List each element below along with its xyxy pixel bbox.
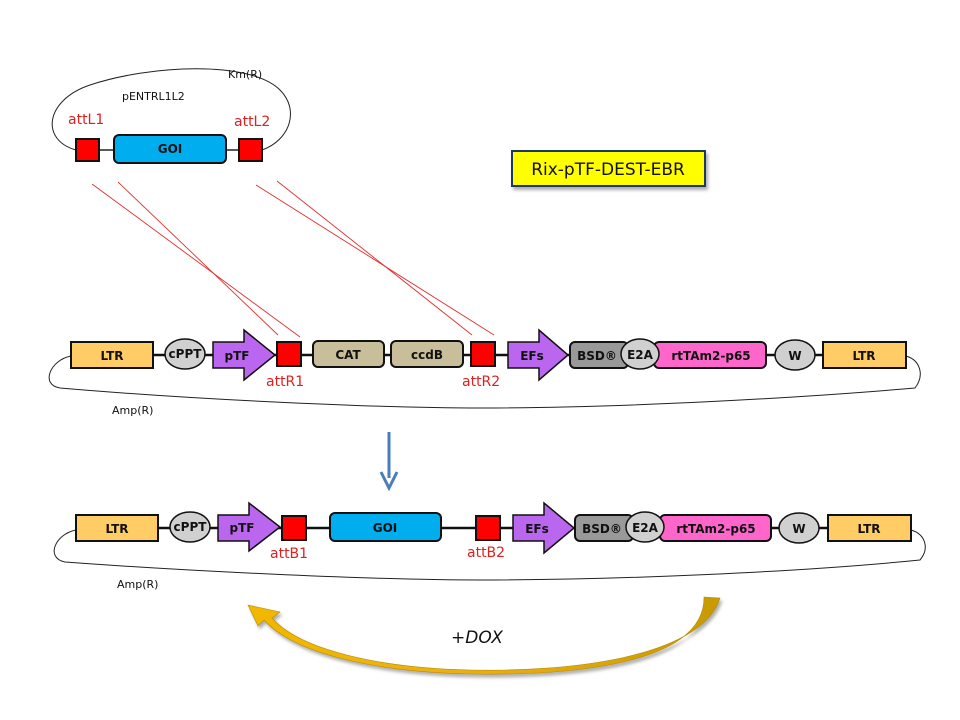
amp-resistance-label: Amp(R) bbox=[112, 404, 153, 417]
cppt-ellipse bbox=[164, 338, 206, 370]
recombination-lines bbox=[91, 180, 495, 338]
recombination-line bbox=[276, 180, 473, 336]
e2a-label: E2A bbox=[632, 521, 659, 535]
e2a-ellipse bbox=[625, 511, 665, 543]
cppt-label: cPPT bbox=[169, 347, 203, 361]
w-ellipse bbox=[778, 512, 820, 544]
goi-label: GOI bbox=[373, 521, 398, 535]
bsd-label: BSD® bbox=[582, 522, 622, 536]
attR1-label: attR1 bbox=[266, 374, 304, 390]
ltr-right-label: LTR bbox=[857, 522, 880, 536]
ltr-right-label: LTR bbox=[852, 349, 875, 363]
cppt-ellipse bbox=[169, 511, 211, 543]
w-ellipse bbox=[774, 339, 816, 371]
ltr-left-box bbox=[70, 341, 154, 369]
attR2-label: attR2 bbox=[462, 374, 500, 390]
goi-box bbox=[329, 512, 442, 542]
ltr-left-label: LTR bbox=[100, 349, 123, 363]
attL1-label: attL1 bbox=[68, 112, 104, 128]
bsd-label: BSD® bbox=[577, 349, 617, 363]
km-resistance-label: Km(R) bbox=[228, 68, 262, 81]
ltr-left-label: LTR bbox=[105, 522, 128, 536]
goi-insert-label: GOI bbox=[158, 142, 183, 156]
ltr-right-box bbox=[827, 514, 912, 542]
attB2-label: attB2 bbox=[467, 545, 505, 561]
recombination-line bbox=[255, 184, 495, 336]
entry-vector-name: pENTRL1L2 bbox=[122, 90, 185, 103]
dox-curved-arrow-icon bbox=[247, 596, 721, 675]
efs-label: EFs bbox=[520, 349, 544, 363]
cppt-label: cPPT bbox=[174, 520, 208, 534]
expression-backbone bbox=[53, 529, 926, 581]
w-label: W bbox=[792, 522, 805, 536]
attR2-site bbox=[470, 341, 496, 367]
expression-vector: LTR cPPT pTF attB1 GOI attB2 EFs BSD® E2… bbox=[53, 501, 926, 591]
ptf-promoter-arrow bbox=[212, 328, 277, 382]
attB2-site bbox=[475, 515, 501, 541]
goi-insert-box bbox=[113, 134, 227, 164]
ltr-right-box bbox=[822, 341, 907, 369]
attB1-site bbox=[281, 515, 307, 541]
ccdb-box bbox=[390, 340, 464, 368]
w-label: W bbox=[788, 349, 801, 363]
amp-resistance-label: Amp(R) bbox=[117, 578, 158, 591]
efs-label: EFs bbox=[525, 522, 549, 536]
entry-backbone bbox=[51, 68, 291, 151]
ptf-promoter-arrow bbox=[217, 501, 282, 553]
attB1-label: attB1 bbox=[270, 546, 308, 562]
rtta-label: rtTAm2-p65 bbox=[676, 522, 755, 536]
ptf-label: pTF bbox=[230, 521, 255, 535]
rtta-label: rtTAm2-p65 bbox=[671, 349, 750, 363]
title-box: Rix-pTF-DEST-EBR bbox=[511, 150, 706, 187]
attL2-label: attL2 bbox=[234, 114, 270, 130]
down-arrow-icon bbox=[379, 432, 399, 492]
dox-label: +DOX bbox=[451, 628, 503, 648]
attL2-site bbox=[238, 138, 263, 162]
title-text: Rix-pTF-DEST-EBR bbox=[531, 160, 685, 180]
ltr-left-box bbox=[75, 514, 159, 542]
recombination-line bbox=[91, 183, 301, 338]
destination-vector: LTR cPPT pTF attR1 CAT ccdB attR2 EFs BS… bbox=[48, 328, 921, 417]
cat-box bbox=[312, 340, 385, 368]
attR1-site bbox=[276, 341, 302, 367]
e2a-label: E2A bbox=[627, 348, 654, 362]
cat-label: CAT bbox=[335, 348, 361, 362]
entry-vector: GOI attL1 attL2 pENTRL1L2 Km(R) bbox=[51, 68, 291, 164]
ptf-label: pTF bbox=[225, 349, 250, 363]
efs-promoter-arrow bbox=[507, 328, 570, 382]
destination-backbone bbox=[48, 355, 921, 409]
efs-promoter-arrow bbox=[512, 501, 576, 555]
e2a-ellipse bbox=[620, 338, 660, 370]
recombination-line bbox=[117, 181, 279, 336]
attL1-site bbox=[75, 138, 100, 162]
ccdb-label: ccdB bbox=[411, 348, 443, 362]
